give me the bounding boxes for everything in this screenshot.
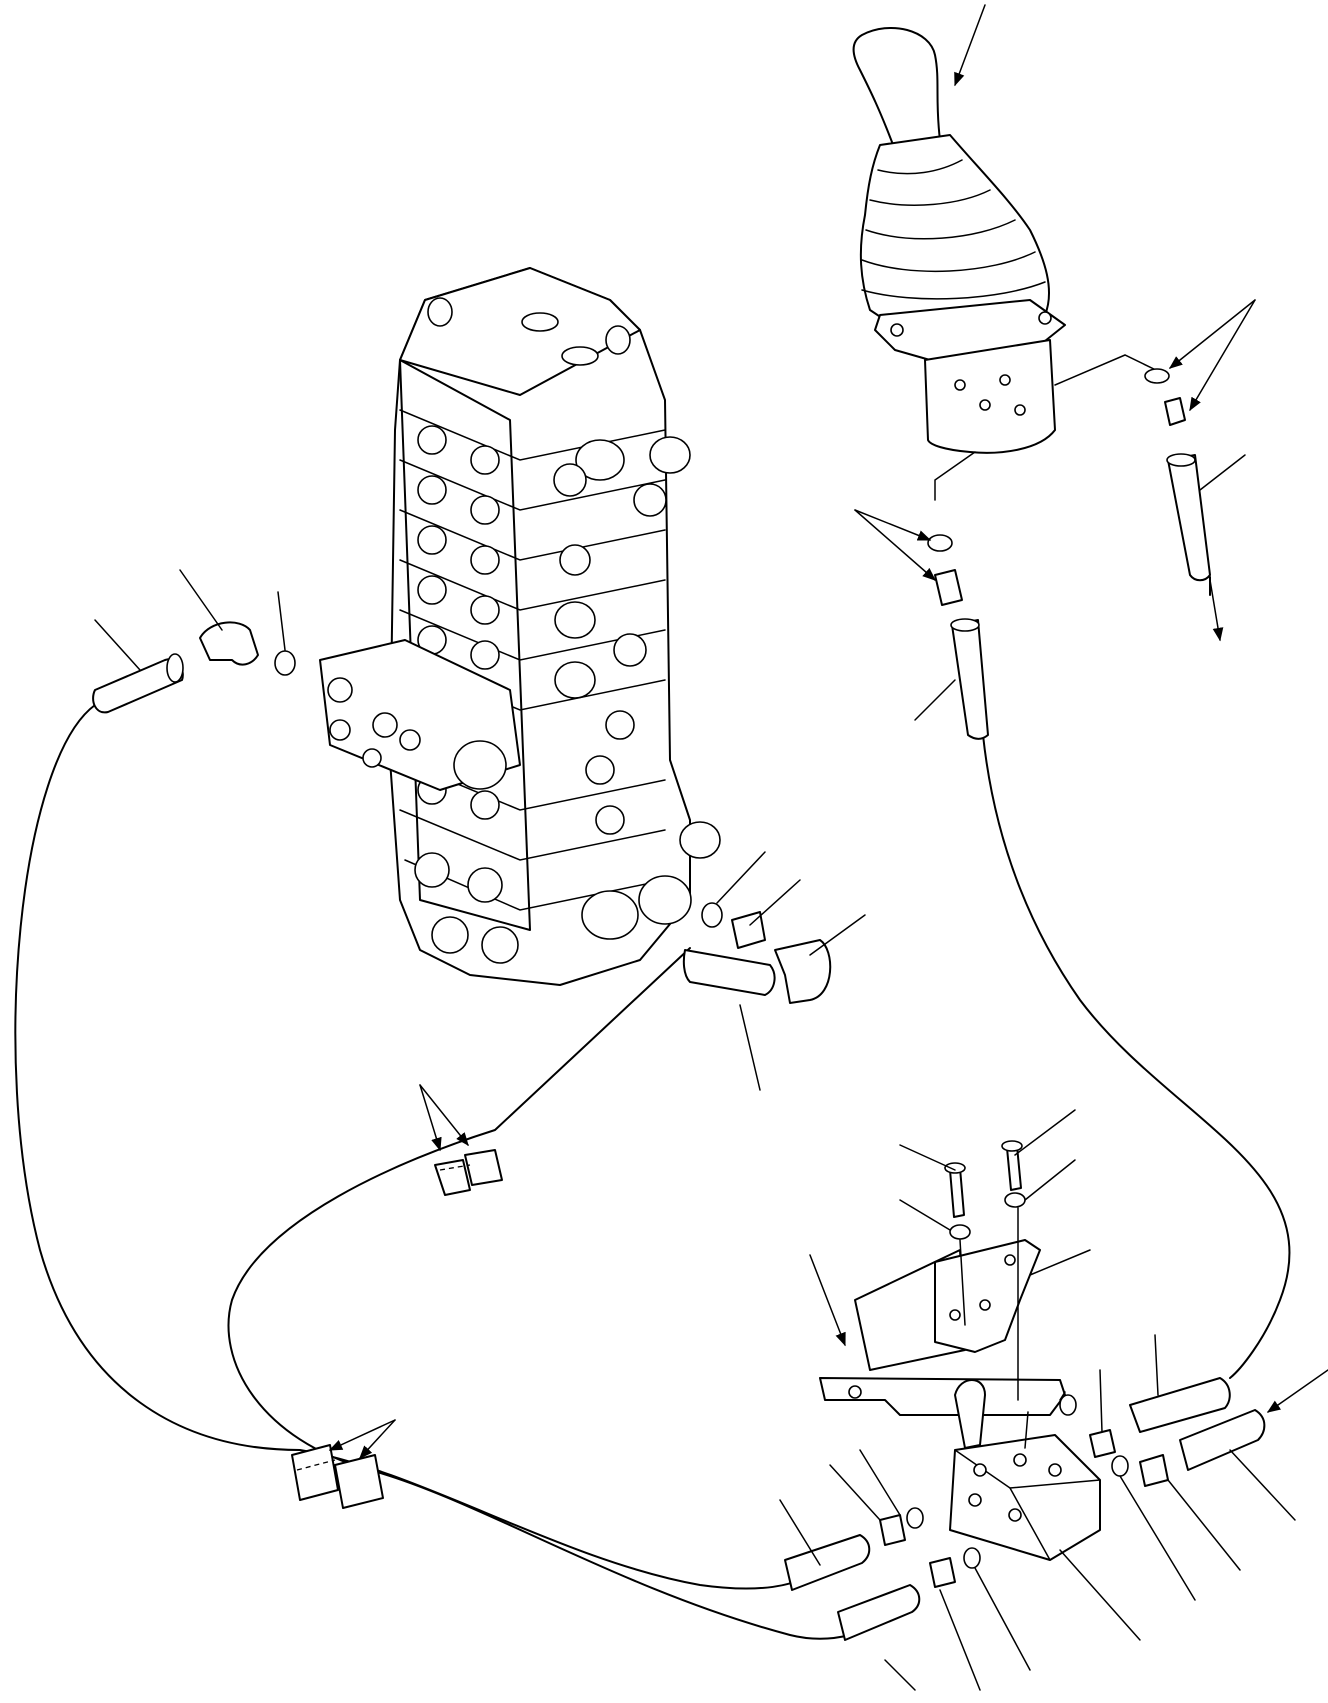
hose-fitting bbox=[682, 949, 776, 996]
lever-body bbox=[924, 339, 1056, 454]
arrows bbox=[328, 4, 1328, 1459]
adapter-fitting bbox=[1164, 397, 1186, 426]
hose-fitting bbox=[837, 1584, 921, 1641]
hose-valve-left-to-selector bbox=[14, 704, 801, 1590]
valve-ports bbox=[414, 425, 519, 964]
adapter-fitting bbox=[934, 569, 963, 606]
joystick-right-fittings bbox=[1144, 368, 1211, 582]
hose-fitting bbox=[784, 1534, 871, 1591]
sleeve-lower bbox=[291, 1444, 384, 1509]
washer bbox=[949, 1224, 971, 1240]
elbow-fitting bbox=[199, 621, 259, 666]
adapter-fitting bbox=[1139, 1454, 1169, 1487]
hose-fitting bbox=[1167, 454, 1211, 582]
sleeves bbox=[291, 1149, 503, 1509]
lever-grip bbox=[852, 26, 941, 151]
o-ring bbox=[1059, 1394, 1077, 1416]
bolts bbox=[944, 1140, 1026, 1401]
joystick-lower-fittings bbox=[927, 534, 989, 740]
o-ring bbox=[274, 650, 296, 676]
o-ring bbox=[701, 902, 723, 928]
o-ring bbox=[927, 534, 953, 552]
ppc-lever-joystick bbox=[852, 26, 1161, 501]
adapter-fitting bbox=[929, 1557, 956, 1588]
hose-fitting bbox=[1179, 1409, 1266, 1471]
hose-fitting bbox=[951, 619, 989, 740]
bolt-right bbox=[1001, 1140, 1026, 1208]
o-ring bbox=[963, 1547, 981, 1569]
sleeve-upper bbox=[434, 1149, 503, 1196]
adapter-fitting bbox=[731, 911, 766, 949]
o-ring bbox=[1144, 368, 1170, 384]
side-manifold bbox=[319, 639, 521, 791]
selector-valve bbox=[949, 1379, 1101, 1561]
o-ring bbox=[906, 1507, 924, 1529]
leader-lines bbox=[94, 454, 1296, 1691]
left-valve-fittings bbox=[92, 621, 296, 714]
bolt-left bbox=[944, 1162, 971, 1240]
elbow-fitting bbox=[774, 939, 832, 1004]
selector-handle[interactable] bbox=[954, 1379, 986, 1449]
hose-joystick-to-selector bbox=[982, 734, 1291, 1379]
hose-fitting bbox=[1129, 1377, 1231, 1433]
right-valve-fittings bbox=[682, 902, 832, 1004]
valve-spools bbox=[553, 436, 721, 940]
control-valve-block bbox=[319, 267, 721, 986]
o-ring bbox=[1111, 1455, 1129, 1477]
adapter-fitting bbox=[879, 1514, 906, 1546]
adapter-fitting bbox=[1089, 1429, 1116, 1458]
washer bbox=[1004, 1192, 1026, 1208]
